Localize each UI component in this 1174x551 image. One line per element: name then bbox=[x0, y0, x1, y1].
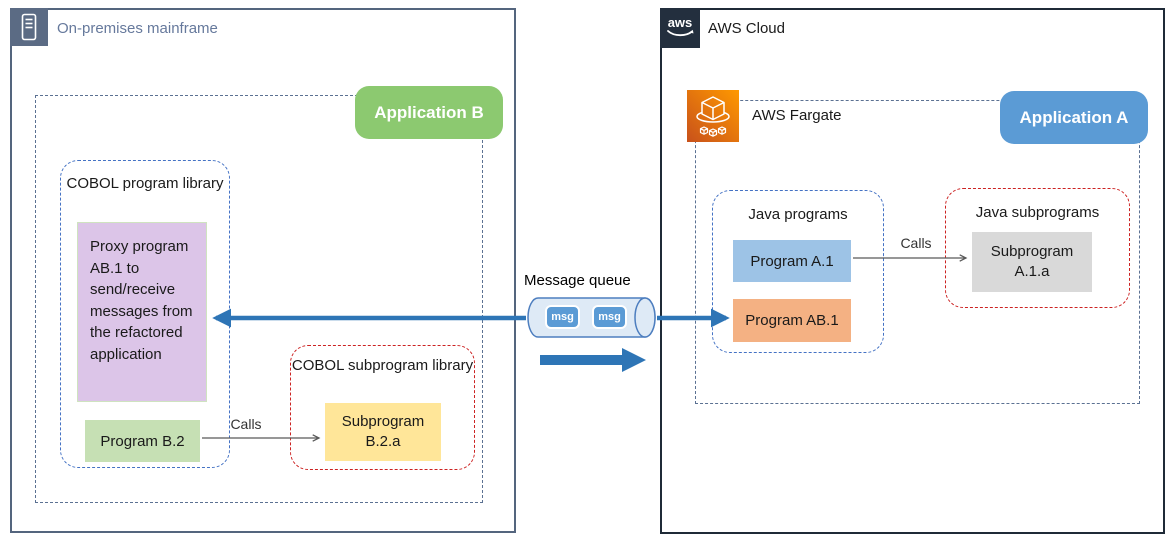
aws-cloud-group-box bbox=[660, 8, 1165, 534]
application-b-badge: Application B bbox=[355, 86, 503, 139]
proxy-program-box: Proxy program AB.1 to send/receive messa… bbox=[77, 222, 207, 402]
application-a-boundary bbox=[695, 100, 1140, 404]
msg-badge: msg bbox=[545, 305, 580, 329]
calls-label-right: Calls bbox=[900, 235, 932, 251]
svg-text:aws: aws bbox=[668, 15, 693, 30]
java-subprograms-title: Java subprograms bbox=[975, 204, 1100, 221]
subprogram-b2a-box: Subprogram B.2.a bbox=[325, 403, 441, 461]
cobol-subprogram-library-box: COBOL subprogram library bbox=[290, 345, 475, 470]
aws-fargate-icon bbox=[687, 90, 739, 142]
calls-label-left: Calls bbox=[230, 416, 262, 432]
subprogram-a1a-box: Subprogram A.1.a bbox=[972, 232, 1092, 292]
application-b-boundary bbox=[35, 95, 483, 503]
aws-logo-icon: aws bbox=[660, 8, 700, 48]
aws-cloud-title: AWS Cloud bbox=[708, 20, 785, 37]
aws-fargate-label: AWS Fargate bbox=[752, 107, 842, 124]
on-premises-title: On-premises mainframe bbox=[57, 20, 218, 37]
message-queue-label: Message queue bbox=[524, 272, 631, 289]
on-premises-group-box bbox=[10, 8, 516, 533]
mainframe-icon bbox=[10, 8, 48, 46]
cobol-program-library-title: COBOL program library bbox=[66, 175, 224, 192]
program-ab1-box: Program AB.1 bbox=[733, 299, 851, 342]
java-programs-box: Java programs bbox=[712, 190, 884, 353]
program-b2-box: Program B.2 bbox=[85, 420, 200, 462]
message-flow-arrow bbox=[540, 348, 646, 372]
java-subprograms-box: Java subprograms bbox=[945, 188, 1130, 308]
msg-badge: msg bbox=[592, 305, 627, 329]
application-a-badge: Application A bbox=[1000, 91, 1148, 144]
program-a1-box: Program A.1 bbox=[733, 240, 851, 282]
cobol-subprogram-library-title: COBOL subprogram library bbox=[291, 357, 474, 374]
java-programs-title: Java programs bbox=[748, 206, 848, 223]
